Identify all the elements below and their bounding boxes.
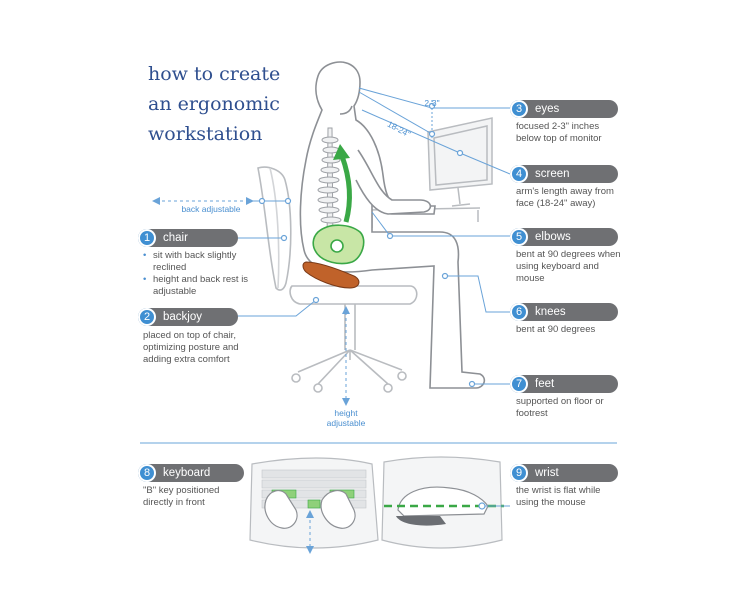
chair-bullet-1: sit with back slightly reclined (143, 250, 253, 274)
callout-label-keyboard: keyboard (163, 467, 211, 479)
callout-number-7: 7 (510, 375, 528, 393)
chair-bullet-2: height and back rest is adjustable (143, 274, 253, 298)
callout-backjoy: 2 backjoy (138, 308, 238, 326)
callout-number-4: 4 (510, 165, 528, 183)
wrist-description: the wrist is flat while using the mouse (516, 485, 601, 508)
keyboard-panel (249, 457, 379, 554)
callout-label-eyes: eyes (535, 103, 560, 115)
person-figure (299, 61, 486, 389)
backjoy-description: placed on top of chair, optimizing postu… (143, 330, 239, 365)
elbows-description: bent at 90 degrees when using keyboard a… (516, 249, 621, 284)
callout-number-6: 6 (510, 303, 528, 321)
chair (257, 166, 418, 393)
back-adjustable-label: back adjustable (181, 204, 241, 214)
callout-eyes: 3 eyes (510, 100, 618, 118)
callout-number-5: 5 (510, 228, 528, 246)
title-line-3: workstation (148, 123, 263, 145)
eyes-description: focused 2-3" inches below top of monitor (516, 121, 602, 144)
callout-number-3: 3 (510, 100, 528, 118)
callout-label-screen: screen (535, 168, 570, 180)
height-adjustable-label-1: height (334, 408, 358, 418)
knees-description: bent at 90 degrees (516, 324, 596, 335)
callout-label-backjoy: backjoy (163, 311, 202, 323)
callout-number-2: 2 (138, 308, 156, 326)
spine (317, 127, 342, 251)
chair-description: sit with back slightly reclined height a… (143, 250, 253, 298)
screen-description: arm's length away from face (18-24" away… (516, 186, 614, 209)
callout-number-9: 9 (510, 464, 528, 482)
callout-label-wrist: wrist (535, 467, 559, 479)
arm-and-hand (355, 149, 432, 215)
keyboard-description: "B" key positioned directly in front (143, 485, 220, 508)
callout-label-knees: knees (535, 306, 566, 318)
callout-elbows: 5 elbows (510, 228, 618, 246)
callout-knees: 6 knees (510, 303, 618, 321)
feet-description: supported on floor or footrest (516, 396, 604, 419)
callout-number-8: 8 (138, 464, 156, 482)
callout-wrist: 9 wrist (510, 464, 618, 482)
callout-screen: 4 screen (510, 165, 618, 183)
pelvis (312, 224, 365, 265)
callout-feet: 7 feet (510, 375, 618, 393)
callout-chair: 1 chair (138, 229, 238, 247)
callout-label-feet: feet (535, 378, 555, 390)
posture-arrow (339, 155, 352, 223)
backjoy-seat (302, 261, 360, 289)
leader-endpoints (258, 102, 476, 388)
title-line-1: how to create (148, 63, 281, 85)
callout-label-chair: chair (163, 232, 188, 244)
height-adjustable-label-2: adjustable (326, 418, 366, 428)
callout-number-1: 1 (138, 229, 156, 247)
mouse-panel (381, 456, 510, 549)
callout-keyboard: 8 keyboard (138, 464, 244, 482)
title-line-2: an ergonomic (148, 93, 280, 115)
leader-dots (152, 197, 350, 406)
distance-2-3-label: 2-3" (424, 98, 440, 108)
callout-label-elbows: elbows (535, 231, 571, 243)
